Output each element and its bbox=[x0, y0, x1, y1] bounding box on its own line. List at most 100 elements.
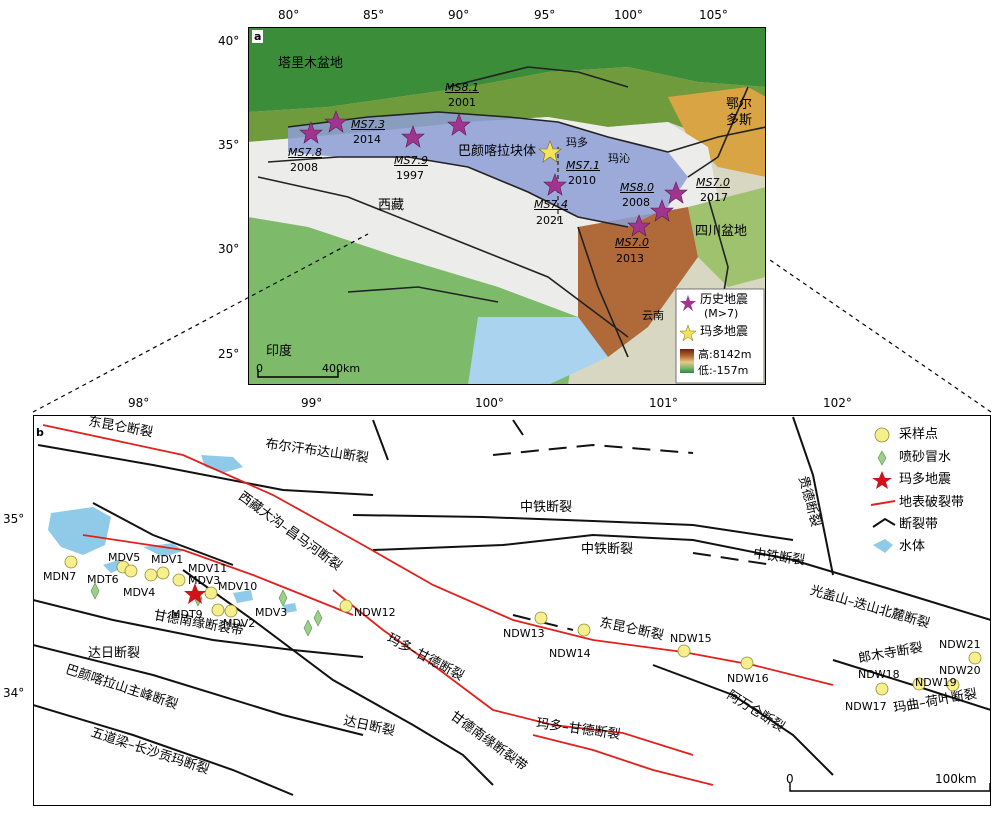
legend-star-maduo bbox=[679, 324, 697, 342]
legend-sample: 采样点 bbox=[899, 427, 939, 442]
lon-tick: 90° bbox=[448, 8, 470, 22]
map-panel-b: 98° 99° 100° 101° 102° 35° 34° b 东昆仑断裂 布… bbox=[3, 397, 992, 806]
tarim-basin-area bbox=[248, 27, 766, 112]
quake-star-2014 bbox=[324, 110, 348, 133]
sample-point bbox=[172, 573, 186, 587]
quake-star-2008-east bbox=[650, 199, 674, 222]
legend-historical: 历史地震 bbox=[700, 292, 749, 306]
sample-point bbox=[968, 651, 982, 665]
sample-label: MDV11 bbox=[188, 562, 228, 575]
legend-low: 低:-157m bbox=[698, 364, 749, 377]
scale-dist-b: 100km bbox=[935, 772, 977, 786]
scale-bar-a bbox=[257, 369, 339, 378]
lon-tick: 102° bbox=[823, 396, 852, 410]
legend-fault: 断裂带 bbox=[899, 517, 939, 532]
panel-b-label: b bbox=[36, 426, 44, 439]
place-maqin: 玛沁 bbox=[608, 152, 630, 165]
fault-label: 中铁断裂 bbox=[581, 542, 634, 557]
quake-year: 2013 bbox=[616, 252, 644, 265]
lon-tick: 101° bbox=[649, 396, 678, 410]
quake-star-2008-west bbox=[299, 121, 323, 144]
sample-label: MDV4 bbox=[123, 586, 156, 599]
sample-points bbox=[64, 555, 982, 696]
sample-label: MDV3 bbox=[188, 574, 221, 587]
maduo-epicenter-star bbox=[184, 583, 206, 604]
panel-b-frame bbox=[33, 415, 991, 806]
sample-label: NDW19 bbox=[915, 676, 957, 689]
lat-tick: 34° bbox=[3, 686, 25, 700]
legend-star-historical bbox=[680, 295, 696, 311]
region-yunnan: 云南 bbox=[642, 309, 664, 322]
ordos-area bbox=[668, 87, 766, 177]
fault-lines-b bbox=[32, 416, 992, 796]
sample-point bbox=[124, 564, 138, 578]
quake-year: 2021 bbox=[536, 214, 564, 227]
lon-tick: 100° bbox=[614, 8, 643, 22]
quake-year: 2008 bbox=[622, 196, 650, 209]
scale-dist-a: 400km bbox=[322, 362, 361, 375]
lat-tick: 25° bbox=[218, 347, 240, 361]
sample-point bbox=[64, 555, 78, 569]
quake-star-2017 bbox=[664, 181, 688, 204]
sample-label: MDN7 bbox=[43, 570, 77, 583]
lat-tick: 30° bbox=[218, 242, 240, 256]
sample-point bbox=[144, 568, 158, 582]
eastern-margin-area bbox=[578, 207, 698, 357]
legend-symbols-b bbox=[870, 427, 896, 553]
sample-label: MDV5 bbox=[108, 551, 141, 564]
legend-quake: 玛多地震 bbox=[899, 472, 952, 487]
quake-mag: MS7.1 bbox=[566, 159, 600, 172]
legend-fault-icon bbox=[872, 517, 896, 528]
sample-label: MDV3 bbox=[255, 606, 288, 619]
scale-zero-a: 0 bbox=[256, 362, 263, 375]
lat-tick: 35° bbox=[218, 138, 240, 152]
region-ordos: 鄂尔多斯 bbox=[726, 97, 753, 129]
sample-point bbox=[912, 677, 926, 691]
panel-a-label: a bbox=[252, 30, 264, 43]
sample-label: NDW14 bbox=[549, 647, 591, 660]
quake-year: 2017 bbox=[700, 191, 728, 204]
quake-year: 2010 bbox=[568, 174, 596, 187]
sample-point bbox=[339, 599, 353, 613]
sichuan-basin-area bbox=[688, 187, 766, 287]
legend-historical-sub: (M>7) bbox=[704, 307, 739, 320]
quake-mag: MS7.4 bbox=[534, 198, 568, 211]
legend-quake-icon bbox=[872, 471, 892, 489]
legend-water: 水体 bbox=[899, 539, 926, 554]
lon-tick: 99° bbox=[301, 396, 323, 410]
legend-water-icon bbox=[873, 539, 893, 553]
quake-mag: MS7.8 bbox=[288, 146, 322, 159]
quake-mag: MS7.0 bbox=[615, 236, 649, 249]
legend-rupture: 地表破裂带 bbox=[899, 495, 965, 510]
sample-point bbox=[204, 586, 218, 600]
sample-point bbox=[224, 604, 238, 618]
quake-year: 2001 bbox=[448, 96, 476, 109]
quake-mag: MS7.9 bbox=[394, 154, 428, 167]
lat-tick: 40° bbox=[218, 34, 240, 48]
region-bayan-har: 巴颜喀拉块体 bbox=[458, 144, 537, 159]
sample-label: MDV1 bbox=[151, 553, 184, 566]
sample-label: NDW12 bbox=[354, 606, 396, 619]
sample-point bbox=[677, 644, 691, 658]
quake-star-2001 bbox=[447, 113, 471, 136]
sample-label: MDV10 bbox=[218, 580, 258, 593]
sample-point bbox=[577, 623, 591, 637]
sand-boil-icon bbox=[90, 582, 100, 600]
sample-label: NDW20 bbox=[939, 664, 981, 677]
sample-point bbox=[156, 566, 170, 580]
sand-boil-icon bbox=[303, 619, 313, 637]
quake-star-1997 bbox=[401, 125, 425, 148]
quake-star-2013 bbox=[627, 214, 651, 237]
region-tibet: 西藏 bbox=[378, 198, 405, 213]
panel-b-map bbox=[32, 415, 992, 806]
quake-mag: MS8.1 bbox=[445, 81, 479, 94]
quake-year: 2014 bbox=[353, 133, 381, 146]
lon-tick: 85° bbox=[363, 8, 385, 22]
sand-boil-icon bbox=[313, 609, 323, 627]
legend-high: 高:8142m bbox=[698, 348, 752, 361]
quake-mag: MS7.3 bbox=[351, 118, 385, 131]
sample-label: NDW15 bbox=[670, 632, 712, 645]
foothills bbox=[248, 67, 766, 157]
sample-point bbox=[946, 678, 960, 692]
sample-point bbox=[534, 611, 548, 625]
